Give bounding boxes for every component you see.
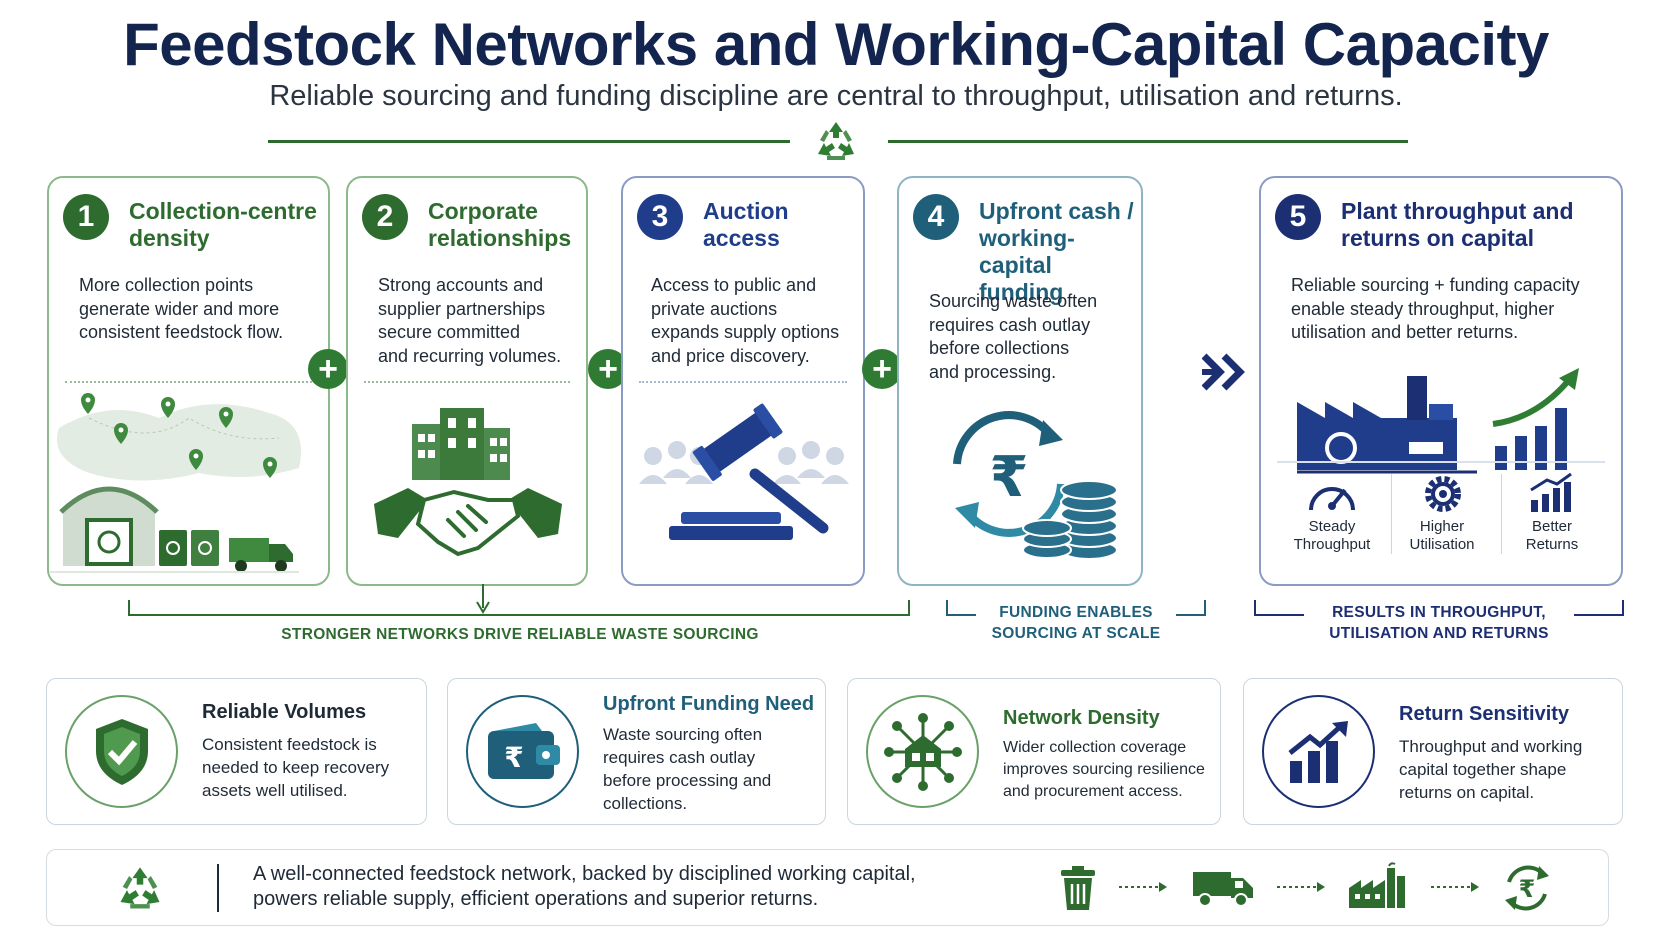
gear-icon <box>1425 476 1461 512</box>
bin-icon <box>1061 866 1095 910</box>
collection-network-illustration <box>49 393 301 573</box>
handshake-building-icon <box>374 408 562 557</box>
network-hub-icon <box>884 713 962 791</box>
step-number: 1 <box>63 194 109 240</box>
plant-growth-illustration <box>1297 368 1579 474</box>
gauge-icon <box>1309 487 1355 511</box>
page-title: Feedstock Networks and Working-Capital C… <box>123 11 1549 78</box>
flow-arrow-icon <box>1431 882 1479 892</box>
auction-gavel-icon <box>639 403 849 540</box>
step-number: 4 <box>913 194 959 240</box>
rupee-cash-cycle-icon: ₹ <box>953 411 1118 560</box>
page-subtitle: Reliable sourcing and funding discipline… <box>269 80 1403 112</box>
icon-circle: ₹ <box>466 695 579 808</box>
insight-title: Return Sensitivity <box>1399 703 1570 725</box>
bracket-label-results: RESULTS IN THROUGHPUT,UTILISATION AND RE… <box>1304 602 1574 644</box>
factory-icon <box>1349 862 1405 908</box>
divider-left <box>268 140 790 143</box>
insight-title: Reliable Volumes <box>202 701 367 723</box>
metric-divider <box>1391 474 1392 554</box>
step-number: 5 <box>1275 194 1321 240</box>
recycle-icon <box>818 122 854 160</box>
footer-text: A well-connected feedstock network, back… <box>253 863 916 910</box>
plus-connector-icon: + <box>308 349 348 389</box>
double-chevron-arrow-icon <box>1202 353 1245 391</box>
wallet-rupee-icon: ₹ <box>488 723 560 779</box>
footer-separator <box>217 864 219 912</box>
dotted-separator <box>364 381 570 383</box>
dotted-separator <box>639 381 847 383</box>
icon-circle <box>1262 695 1375 808</box>
dotted-separator <box>65 381 312 383</box>
metrics-separator <box>1277 461 1605 463</box>
insight-title: Upfront Funding Need <box>603 693 815 715</box>
recycle-icon <box>120 867 160 909</box>
svg-text:₹: ₹ <box>504 741 523 774</box>
bar-growth-icon <box>1530 472 1572 512</box>
icon-circle <box>65 695 178 808</box>
insight-card-upfront-funding: ₹ Upfront Funding Need Waste sourcing of… <box>447 678 826 825</box>
svg-text:₹: ₹ <box>990 445 1029 510</box>
insight-card-reliable-volumes: Reliable Volumes Consistent feedstock is… <box>46 678 427 825</box>
chart-growth-icon <box>1288 721 1348 783</box>
footer-banner: A well-connected feedstock network, back… <box>46 849 1609 926</box>
step-number: 3 <box>637 194 683 240</box>
svg-text:₹: ₹ <box>1519 875 1536 903</box>
shield-check-icon <box>96 719 148 785</box>
divider-right <box>888 140 1408 143</box>
bracket-networks <box>128 600 910 616</box>
insight-card-return-sensitivity: Return Sensitivity Throughput and workin… <box>1243 678 1623 825</box>
metric-divider <box>1501 474 1502 554</box>
plus-connector-icon: + <box>862 349 902 389</box>
icon-circle <box>866 695 979 808</box>
truck-icon <box>1193 872 1253 907</box>
rupee-cycle-icon: ₹ <box>1505 865 1549 911</box>
flow-arrow-icon <box>1277 882 1325 892</box>
flow-arrow-icon <box>1119 882 1167 892</box>
step-number: 2 <box>362 194 408 240</box>
arrow-down-icon <box>476 584 490 614</box>
insight-title: Network Density <box>1003 707 1160 729</box>
insight-card-network-density: Network Density Wider collection coverag… <box>847 678 1221 825</box>
bracket-label-networks: STRONGER NETWORKS DRIVE RELIABLE WASTE S… <box>200 624 840 645</box>
